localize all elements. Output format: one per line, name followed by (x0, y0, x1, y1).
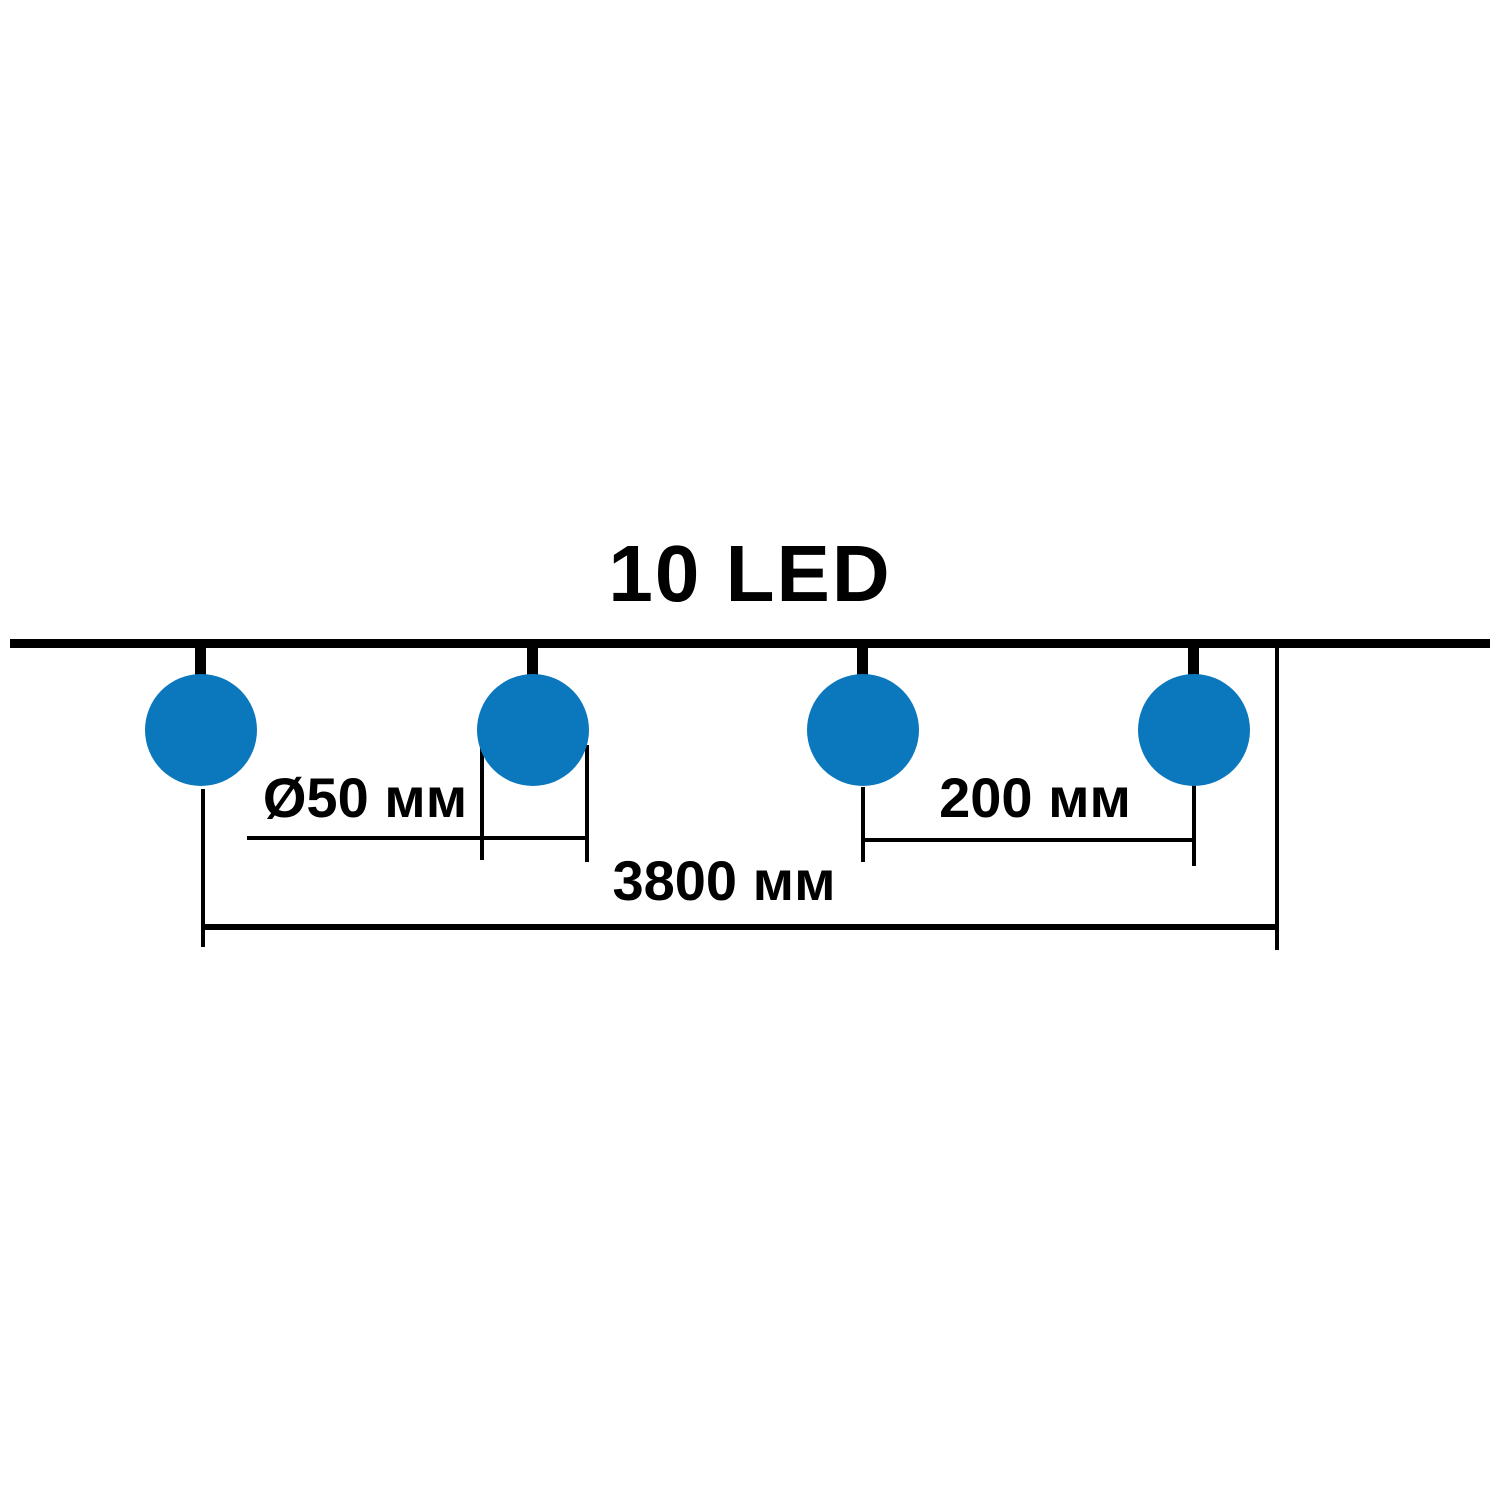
bulb-stem-3 (857, 641, 868, 677)
total-length-extension-line-right (1275, 648, 1279, 950)
diagram-title: 10 LED (608, 529, 892, 618)
diameter-dimension-tick-right (585, 745, 589, 862)
spacing-dimension-line (861, 838, 1196, 842)
spacing-dimension-label: 200 мм (939, 766, 1131, 829)
led-bulb-1 (145, 674, 257, 786)
bulb-stem-2 (527, 641, 538, 677)
total-length-dimension-label: 3800 мм (612, 849, 836, 912)
spacing-dimension-tick-right (1192, 785, 1196, 866)
diameter-dimension-label: Ø50 мм (262, 766, 468, 829)
led-bulb-2 (477, 674, 589, 786)
bulb-stem-1 (195, 641, 206, 677)
spacing-dimension-tick-left (861, 787, 865, 862)
diameter-dimension-line (247, 836, 589, 840)
bulb-stem-4 (1188, 641, 1199, 677)
diameter-dimension-tick-left (480, 748, 484, 860)
led-bulb-4 (1138, 674, 1250, 786)
string-wire (10, 639, 1490, 648)
led-bulb-3 (807, 674, 919, 786)
total-length-extension-line-left (201, 789, 205, 947)
total-length-dimension-line (203, 924, 1279, 930)
